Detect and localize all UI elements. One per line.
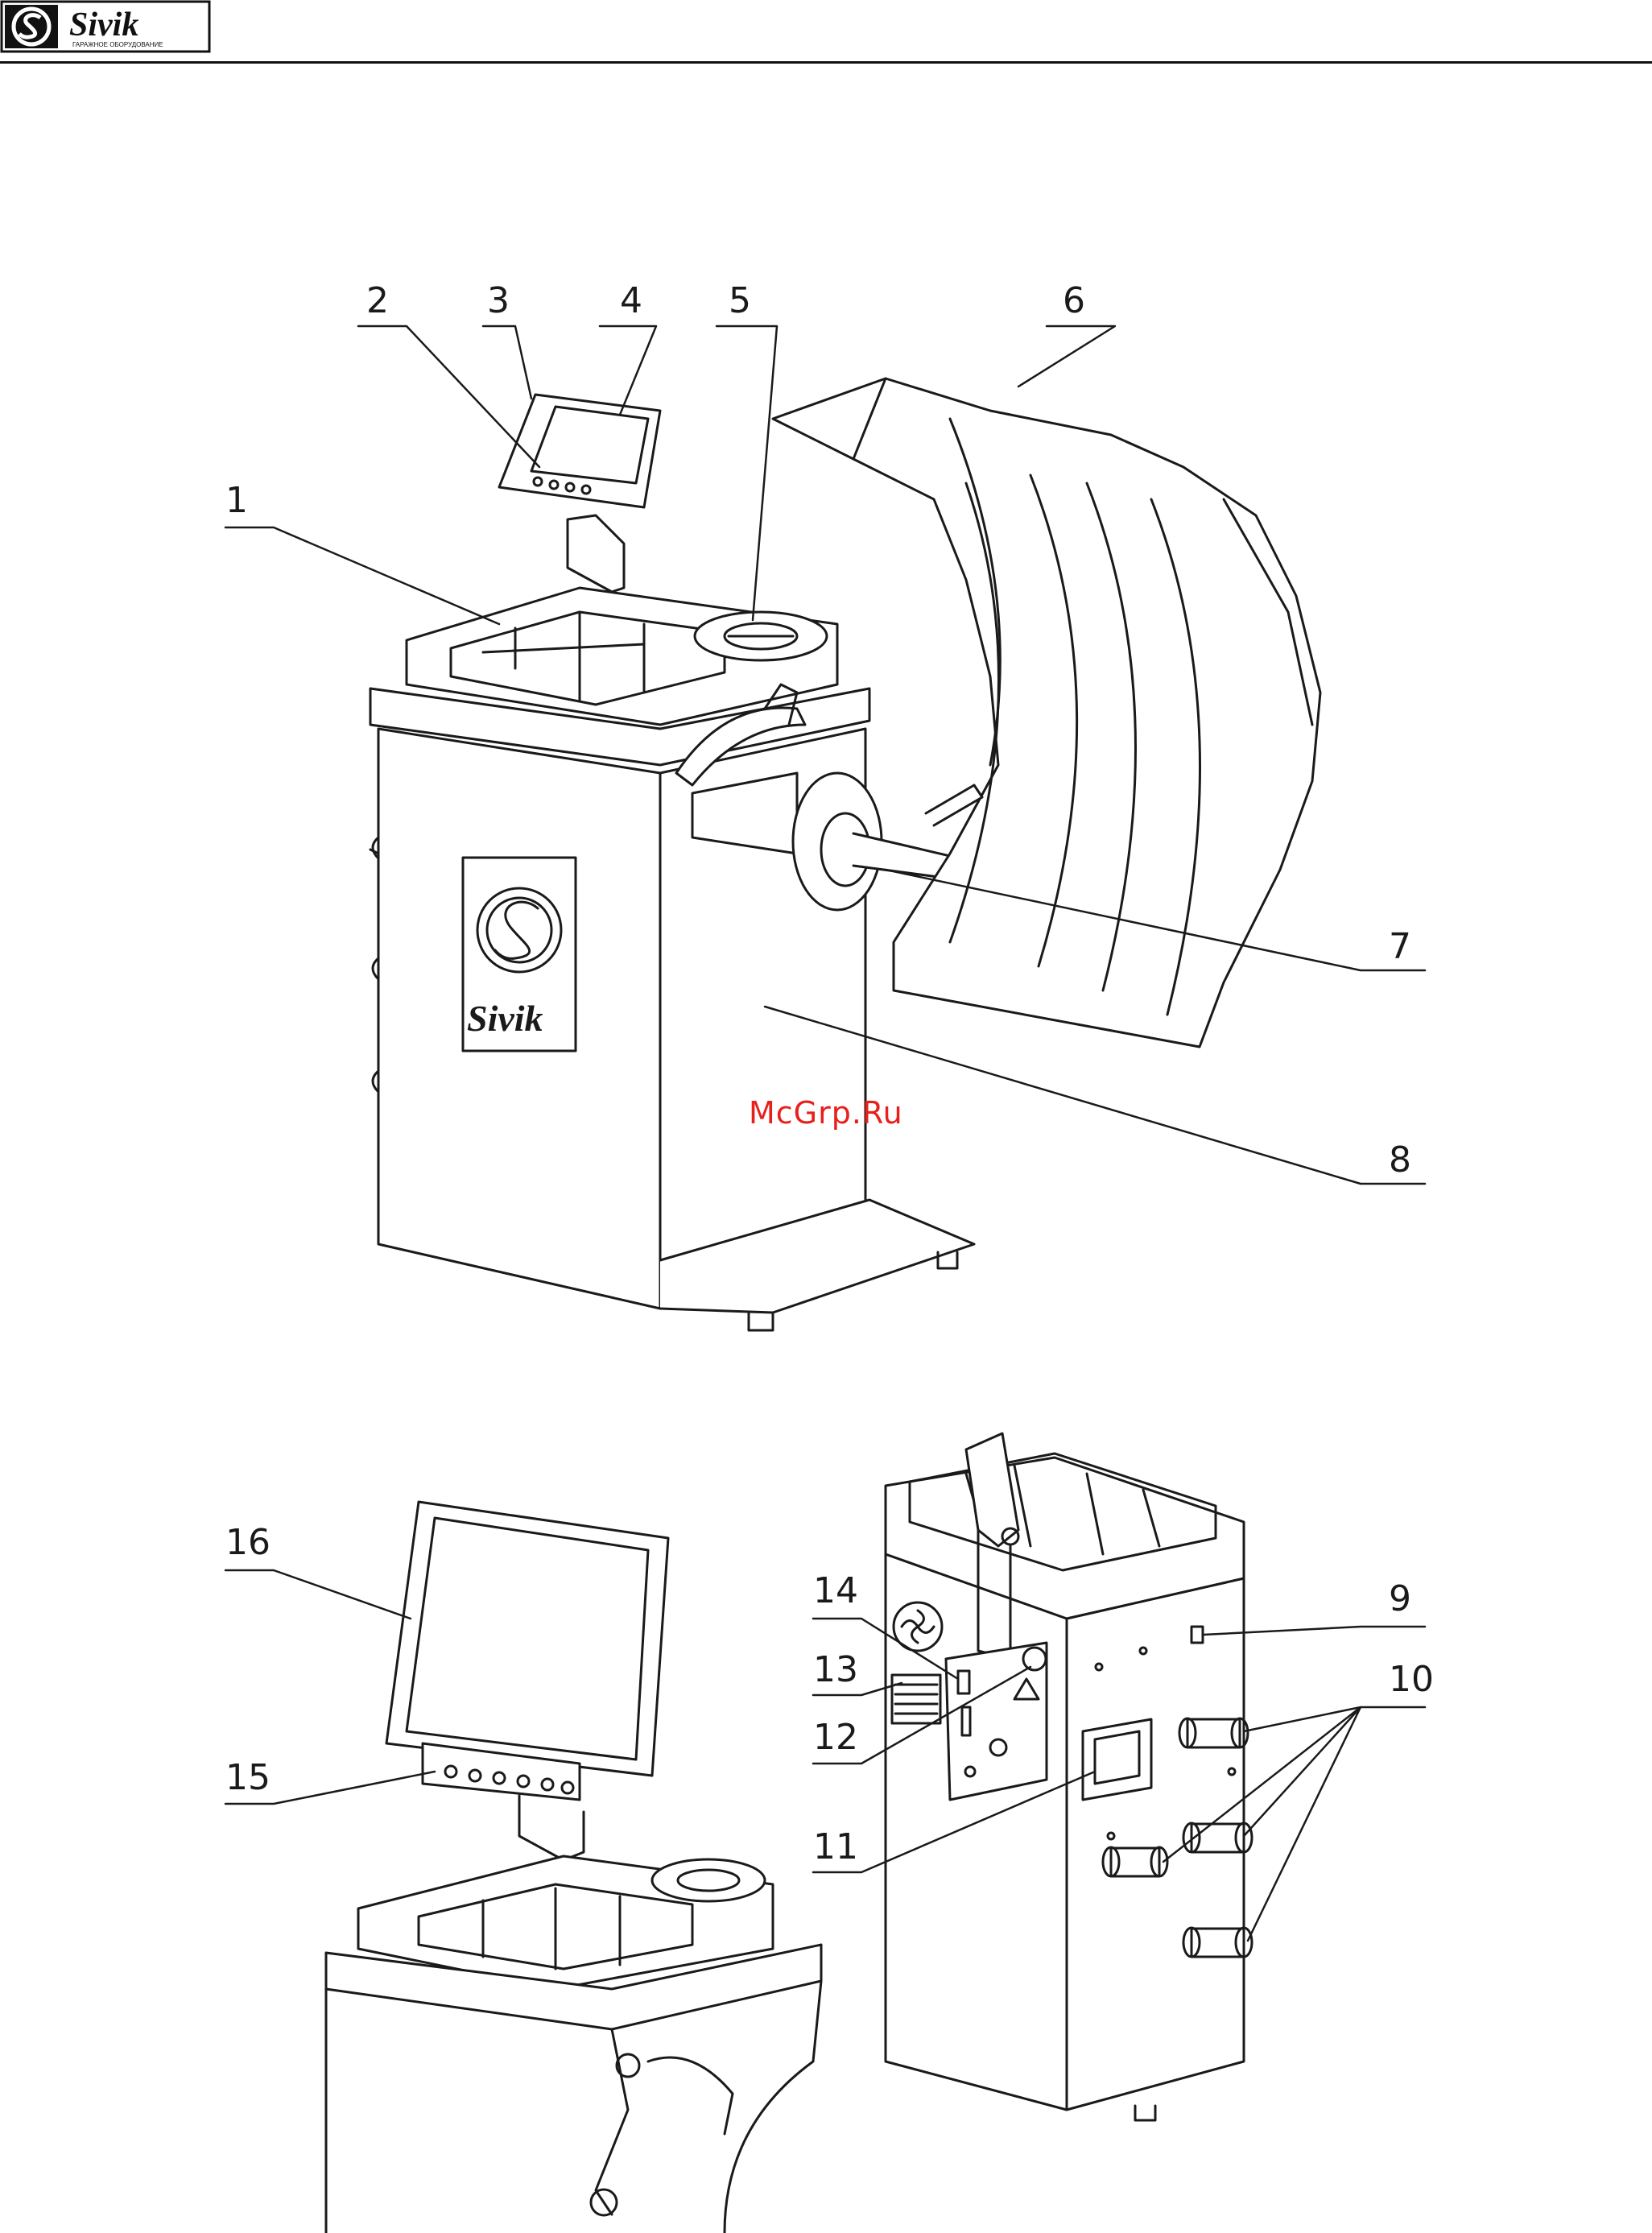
callout-3: 3 [487, 280, 510, 321]
callout-10: 10 [1389, 1659, 1434, 1700]
monitor-version-view: 16 15 [225, 1502, 821, 2233]
callout-15: 15 [225, 1757, 271, 1798]
callout-12: 12 [813, 1717, 858, 1758]
callout-4: 4 [620, 280, 642, 321]
callout-8: 8 [1389, 1139, 1411, 1181]
callout-2: 2 [366, 280, 389, 321]
watermark: McGrp.Ru [749, 1095, 903, 1131]
callout-6: 6 [1063, 280, 1085, 321]
callout-7: 7 [1389, 926, 1411, 967]
display-stand [568, 515, 624, 592]
callout-5: 5 [729, 280, 751, 321]
callout-1: 1 [225, 480, 248, 521]
callout-13: 13 [813, 1649, 858, 1690]
panel-logo-text: Sivik [467, 998, 543, 1039]
balancer-rear-view: 14 13 12 11 9 10 [813, 1433, 1434, 2120]
monitor-screen [407, 1518, 648, 1760]
handle-recess [1083, 1719, 1151, 1800]
balancer-front-view: Sivik 1 2 3 4 5 6 7 [225, 280, 1425, 1330]
callout-11: 11 [813, 1826, 858, 1867]
callout-9: 9 [1389, 1578, 1411, 1619]
vent-grille [892, 1675, 940, 1723]
callout-16: 16 [225, 1522, 271, 1563]
callout-14: 14 [813, 1570, 858, 1611]
